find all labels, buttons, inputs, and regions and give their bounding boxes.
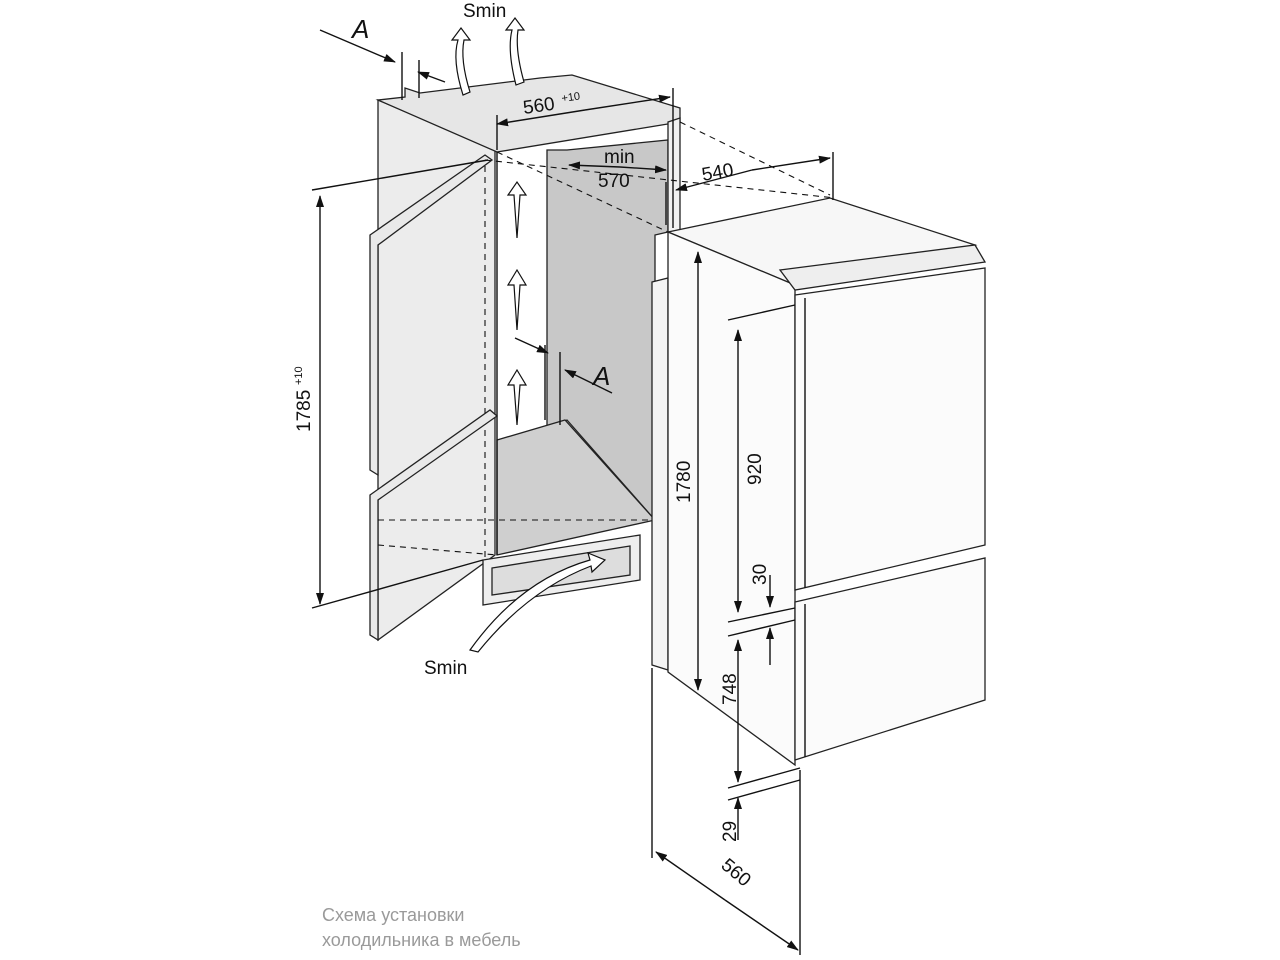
label-smin-bottom: Smin — [424, 658, 467, 679]
cabinet-left-panel — [377, 99, 496, 642]
label-fridge-height: 1780 — [674, 461, 695, 503]
cabinet-lower-door — [369, 409, 499, 642]
label-fridge-width: 560 — [717, 855, 755, 891]
cabinet-top-panel — [375, 74, 681, 153]
label-niche-width-tol: +10 — [561, 90, 581, 104]
label-upper-door: 920 — [745, 453, 766, 485]
label-a-mid: A — [591, 361, 610, 391]
label-fridge-depth: 540 — [700, 160, 735, 186]
cabinet-niche — [369, 74, 836, 642]
label-door-gap: 30 — [750, 564, 771, 585]
fridge-upper-door — [794, 267, 986, 591]
fridge — [651, 197, 987, 767]
caption-line-2: холодильника в мебель — [322, 930, 521, 950]
label-niche-width: 560 — [522, 94, 556, 119]
label-min: min — [604, 147, 635, 168]
label-lower-door: 748 — [720, 673, 741, 705]
fridge-top-trim — [778, 244, 987, 291]
airflow-arrows — [450, 17, 607, 653]
dimension-lines — [311, 29, 834, 955]
caption: Схема установки холодильника в мебель — [322, 903, 521, 953]
cabinet-front-frame — [667, 117, 681, 233]
fridge-side-strip — [651, 277, 669, 671]
label-niche-height-tol: +10 — [293, 366, 305, 385]
label-niche-height: 1785 — [294, 390, 315, 432]
label-bottom-gap: 29 — [720, 821, 741, 842]
dimension-labels: A Smin 560 +10 min 570 540 1785 +10 A 17… — [293, 1, 771, 891]
label-niche-depth: 570 — [598, 171, 630, 192]
caption-line-1: Схема установки — [322, 905, 465, 925]
cabinet-upper-door — [369, 154, 494, 477]
fridge-side — [667, 231, 796, 767]
label-a-top: A — [350, 14, 369, 44]
label-smin-top: Smin — [463, 1, 506, 22]
fridge-lower-door — [794, 557, 986, 761]
